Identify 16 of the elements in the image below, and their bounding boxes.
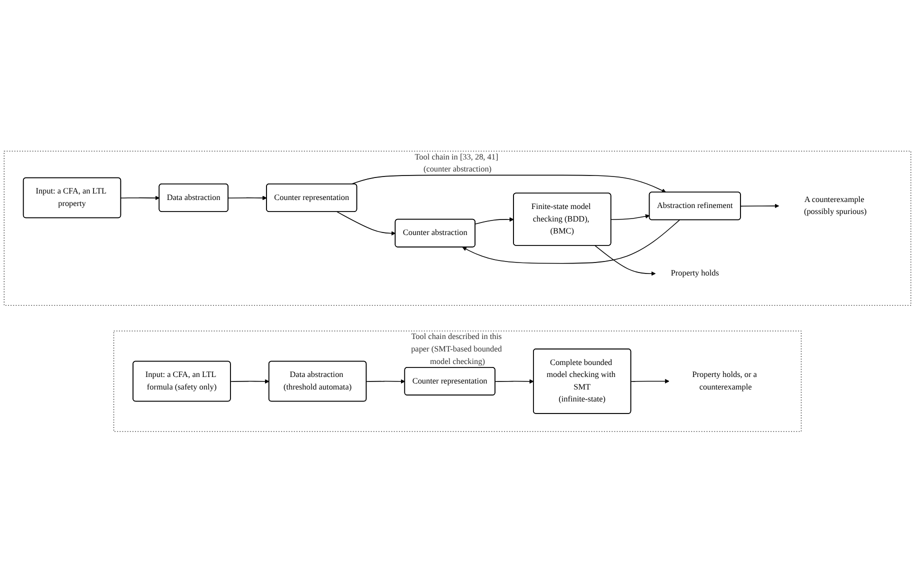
- arrow: [336, 211, 396, 236]
- arrow: [120, 195, 160, 200]
- arrow: [366, 378, 406, 384]
- arrow: [610, 214, 650, 220]
- arrow: [494, 378, 534, 384]
- arrow: [740, 203, 780, 208]
- node-text: Property holds: [670, 268, 719, 278]
- node-text: A counterexample (possibly spurious): [804, 194, 867, 216]
- arrow: [462, 219, 680, 264]
- arrow: [350, 174, 666, 192]
- node-text: Property holds, or a counterexample: [692, 370, 757, 392]
- arrow: [230, 378, 270, 384]
- arrow: [594, 245, 656, 276]
- arrow: [474, 216, 514, 224]
- arrow: [228, 195, 267, 200]
- arrow: [630, 378, 670, 384]
